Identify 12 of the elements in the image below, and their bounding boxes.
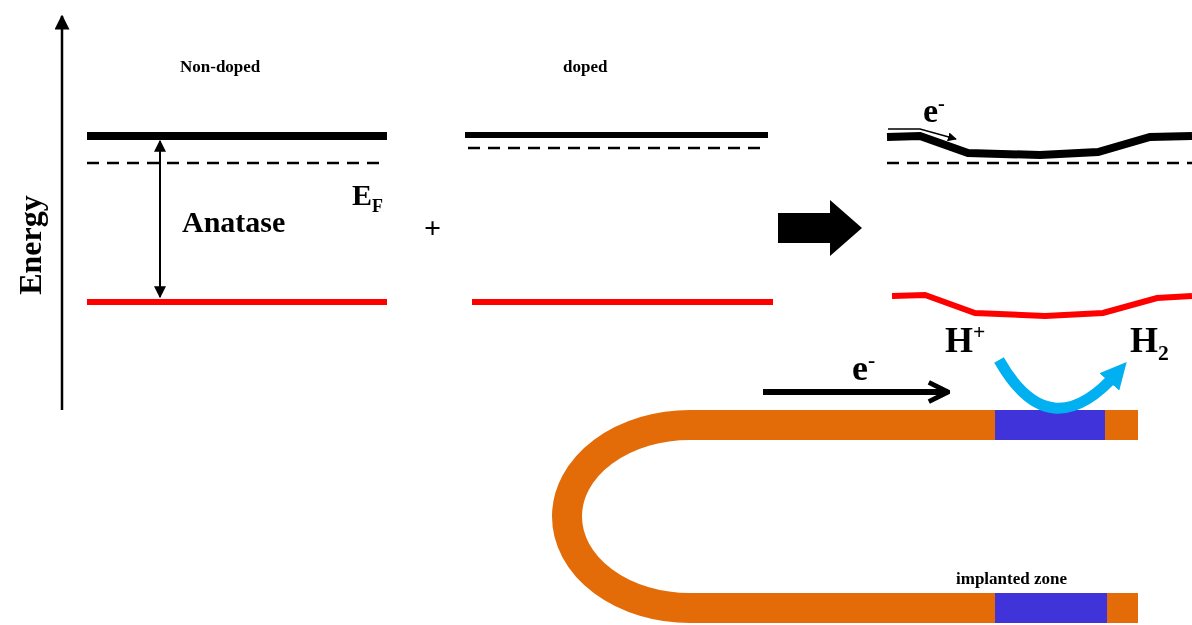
chemical-species: H$^{+}$ bbox=[945, 322, 986, 358]
heading: doped bbox=[563, 58, 608, 75]
axis-label: Energy bbox=[13, 195, 46, 295]
curved-arrow bbox=[994, 357, 1128, 414]
fermi-level-label: E$_{F}$ bbox=[352, 180, 383, 215]
heading: Non-doped bbox=[180, 58, 261, 75]
electron-symbol: e$^{-}$ bbox=[852, 350, 876, 386]
material-label: Anatase bbox=[182, 207, 286, 237]
electron-symbol: e$^{-}$ bbox=[923, 93, 945, 129]
chemical-species: H$_{2}$ bbox=[1130, 322, 1169, 365]
zone-label: implanted zone bbox=[956, 570, 1067, 587]
plus-sign: + bbox=[424, 213, 442, 243]
